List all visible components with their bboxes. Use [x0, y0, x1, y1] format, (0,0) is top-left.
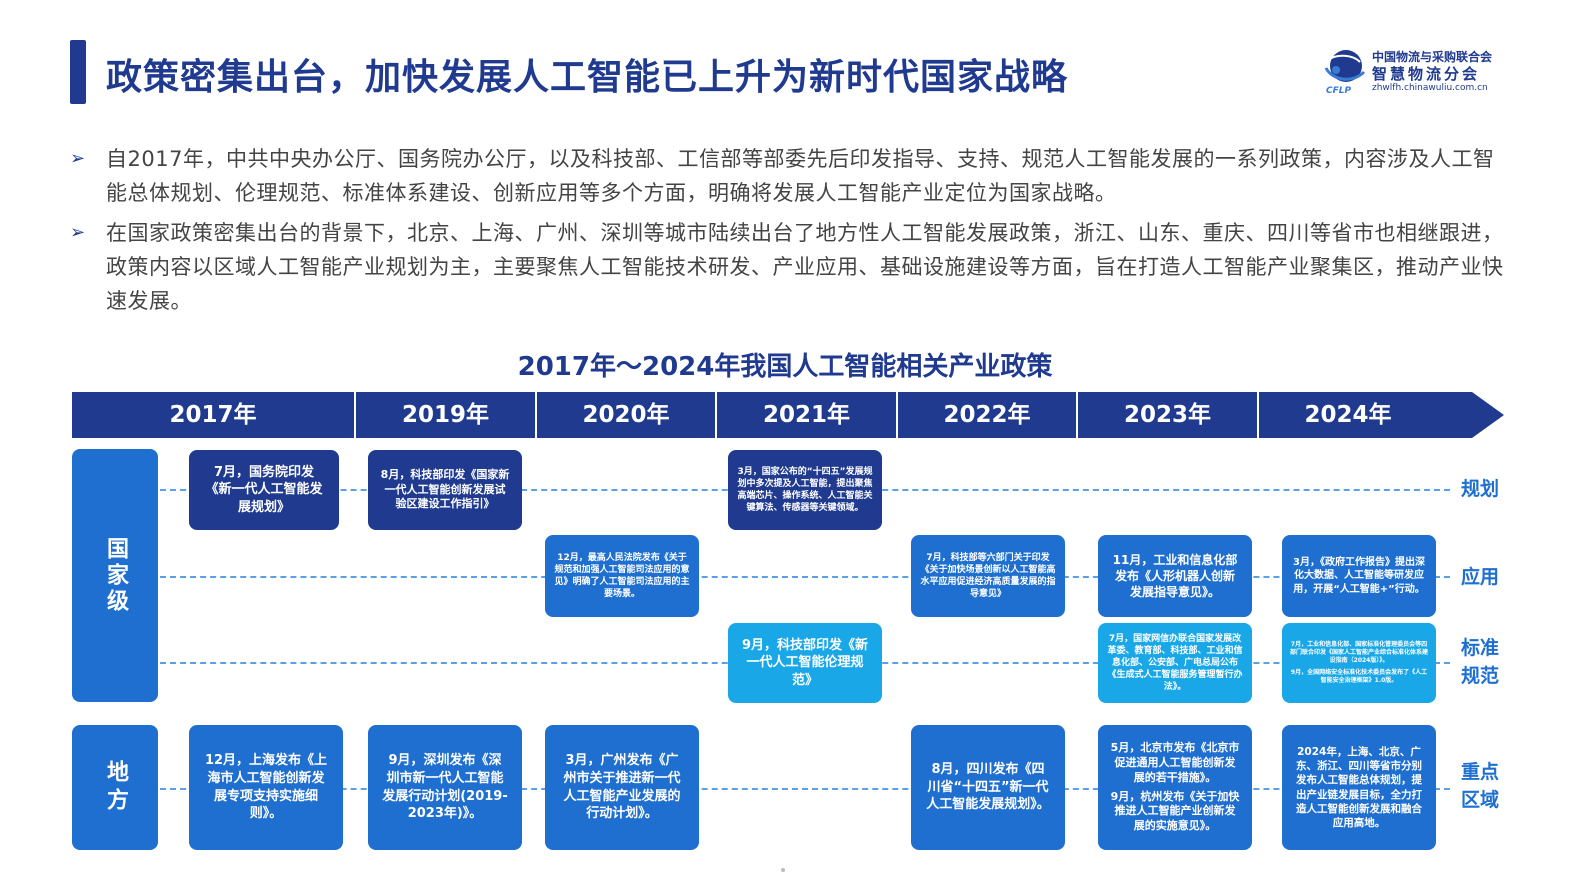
- level-national: 国家级: [72, 449, 158, 702]
- timeline-arrow-icon: [1472, 392, 1504, 438]
- policy-card-2019-region: 9月，深圳发布《深圳市新一代人工智能发展行动计划(2019-2023年)》。: [368, 725, 522, 850]
- policy-card-2017-planning: 7月，国务院印发《新一代人工智能发展规划》: [189, 450, 339, 530]
- logo-org-name: 中国物流与采购联合会: [1372, 50, 1493, 64]
- page-title: 政策密集出台，加快发展人工智能已上升为新时代国家战略: [106, 57, 1069, 98]
- card-text: 9月，深圳发布《深圳市新一代人工智能发展行动计划(2019-2023年)》。: [382, 753, 508, 822]
- chart-title: 2017年～2024年我国人工智能相关产业政策: [517, 352, 1053, 382]
- policy-card-2024-standard: 7月，工业和信息化部、国家标准化管理委员会等四部门联合印发《国家人工智能产业综合…: [1282, 623, 1436, 703]
- policy-card-2023-application: 11月，工业和信息化部发布《人形机器人创新发展指导意见》。: [1098, 535, 1252, 617]
- level-local: 地方: [72, 725, 158, 850]
- title-accent-bar: [70, 40, 86, 104]
- card-text: 9月，杭州发布《关于加快推进人工智能产业创新发展的实施意见》。: [1110, 789, 1240, 833]
- policy-card-2019-planning: 8月，科技部印发《国家新一代人工智能创新发展试验区建设工作指引》: [368, 450, 522, 530]
- card-text: 9月，科技部印发《新一代人工智能伦理规范》: [741, 637, 869, 688]
- policy-card-2021-planning: 3月，国家公布的“十四五”发展规划中多次提及人工智能，提出聚焦高端芯片、操作系统…: [728, 450, 882, 530]
- policy-card-2020-region: 3月，广州发布《广州市关于推进新一代人工智能产业发展的行动计划》。: [545, 725, 699, 850]
- card-text: 3月，《政府工作报告》提出深化大数据、人工智能等研发应用，开展“人工智能+”行动…: [1293, 556, 1425, 595]
- card-text: 8月，四川发布《四川省“十四五”新一代人工智能发展规划》。: [926, 762, 1050, 813]
- card-text-group: 7月，工业和信息化部、国家标准化管理委员会等四部门联合印发《国家人工智能产业综合…: [1290, 641, 1428, 685]
- level-local-label: 地方: [103, 759, 128, 816]
- row-line-region: [160, 788, 1450, 790]
- policy-card-2021-standard: 9月，科技部印发《新一代人工智能伦理规范》: [728, 623, 882, 703]
- card-text: 3月，国家公布的“十四五”发展规划中多次提及人工智能，提出聚焦高端芯片、操作系统…: [737, 466, 873, 514]
- cflp-logo: CFLP 中国物流与采购联合会 智慧物流分会 zhwlfh.chinawuliu…: [1322, 46, 1522, 98]
- row-label-region: 重点区域: [1460, 761, 1499, 811]
- year-2023: 2023年: [1076, 392, 1257, 438]
- level-national-label: 国家级: [103, 536, 128, 615]
- card-text: 11月，工业和信息化部发布《人形机器人创新发展指导意见》。: [1112, 552, 1238, 600]
- card-text: 5月，北京市发布《北京市促进通用人工智能创新发展的若干措施》。: [1110, 740, 1240, 784]
- row-label-application: 应用: [1460, 566, 1499, 588]
- globe-logo-icon: [1324, 50, 1366, 82]
- year-timeline: 2017年 2019年 2020年 2021年 2022年 2023年 2024…: [72, 392, 1504, 438]
- logo-url: zhwlfh.chinawuliu.com.cn: [1372, 83, 1488, 93]
- bullet-item: ➢ 自2017年，中共中央办公厅、国务院办公厅，以及科技部、工信部等部委先后印发…: [70, 142, 1510, 210]
- card-text: 12月，最高人民法院发布《关于规范和加强人工智能司法应用的意见》明确了人工智能司…: [554, 552, 690, 600]
- year-2019: 2019年: [354, 392, 535, 438]
- card-text: 12月，上海发布《上海市人工智能创新发展专项支持实施细则》。: [204, 753, 328, 822]
- policy-card-2017-region: 12月，上海发布《上海市人工智能创新发展专项支持实施细则》。: [189, 725, 343, 850]
- policy-card-2023-region: 5月，北京市发布《北京市促进通用人工智能创新发展的若干措施》。 9月，杭州发布《…: [1098, 725, 1252, 850]
- card-text: 7月，国务院印发《新一代人工智能发展规划》: [205, 464, 323, 515]
- arrow-bullet-icon: ➢: [70, 222, 86, 243]
- policy-card-2022-application: 7月，科技部等六部门关于印发《关于加快场景创新以人工智能高水平应用促进经济高质量…: [911, 535, 1065, 617]
- year-2021: 2021年: [715, 392, 896, 438]
- row-label-standard: 标准规范: [1460, 637, 1499, 687]
- card-text: 7月，科技部等六部门关于印发《关于加快场景创新以人工智能高水平应用促进经济高质量…: [920, 552, 1056, 600]
- card-text: 9月，全国网络安全标准化技术委员会发布了《人工智能安全治理框架》1.0版。: [1290, 669, 1428, 685]
- policy-card-2022-region: 8月，四川发布《四川省“十四五”新一代人工智能发展规划》。: [911, 725, 1065, 850]
- row-line-application: [160, 576, 1450, 578]
- bullet-text: 在国家政策密集出台的背景下，北京、上海、广州、深圳等城市陆续出台了地方性人工智能…: [106, 221, 1504, 313]
- card-text: 7月，工业和信息化部、国家标准化管理委员会等四部门联合印发《国家人工智能产业综合…: [1290, 640, 1429, 664]
- card-text: 7月，国家网信办联合国家发展改革委、教育部、科技部、工业和信息化部、公安部、广电…: [1107, 633, 1243, 693]
- policy-card-2024-application: 3月，《政府工作报告》提出深化大数据、人工智能等研发应用，开展“人工智能+”行动…: [1282, 535, 1436, 617]
- bullet-text: 自2017年，中共中央办公厅、国务院办公厅，以及科技部、工信部等部委先后印发指导…: [106, 147, 1495, 205]
- logo-abbr: CFLP: [1326, 86, 1352, 96]
- year-2020: 2020年: [535, 392, 715, 438]
- card-text: 8月，科技部印发《国家新一代人工智能创新发展试验区建设工作指引》: [380, 467, 510, 511]
- policy-card-2023-standard: 7月，国家网信办联合国家发展改革委、教育部、科技部、工业和信息化部、公安部、广电…: [1098, 623, 1252, 703]
- intro-bullets: ➢ 自2017年，中共中央办公厅、国务院办公厅，以及科技部、工信部等部委先后印发…: [70, 142, 1510, 324]
- card-text: 2024年，上海、北京、广东、浙江、四川等省市分别发布人工智能总体规划，提出产业…: [1296, 745, 1422, 829]
- year-2022: 2022年: [896, 392, 1076, 438]
- year-2024: 2024年: [1257, 392, 1437, 438]
- row-label-planning: 规划: [1460, 478, 1499, 500]
- card-text: 3月，广州发布《广州市关于推进新一代人工智能产业发展的行动计划》。: [563, 753, 681, 822]
- logo-branch-name: 智慧物流分会: [1372, 65, 1481, 83]
- arrow-bullet-icon: ➢: [70, 148, 86, 169]
- year-2017: 2017年: [169, 402, 257, 428]
- bullet-item: ➢ 在国家政策密集出台的背景下，北京、上海、广州、深圳等城市陆续出台了地方性人工…: [70, 216, 1510, 318]
- timeline-bar: [72, 392, 1472, 438]
- card-text-group: 5月，北京市发布《北京市促进通用人工智能创新发展的若干措施》。 9月，杭州发布《…: [1110, 741, 1240, 834]
- page-indicator-dot: [781, 868, 785, 872]
- policy-card-2024-region: 2024年，上海、北京、广东、浙江、四川等省市分别发布人工智能总体规划，提出产业…: [1282, 725, 1436, 850]
- policy-card-2020-application: 12月，最高人民法院发布《关于规范和加强人工智能司法应用的意见》明确了人工智能司…: [545, 535, 699, 617]
